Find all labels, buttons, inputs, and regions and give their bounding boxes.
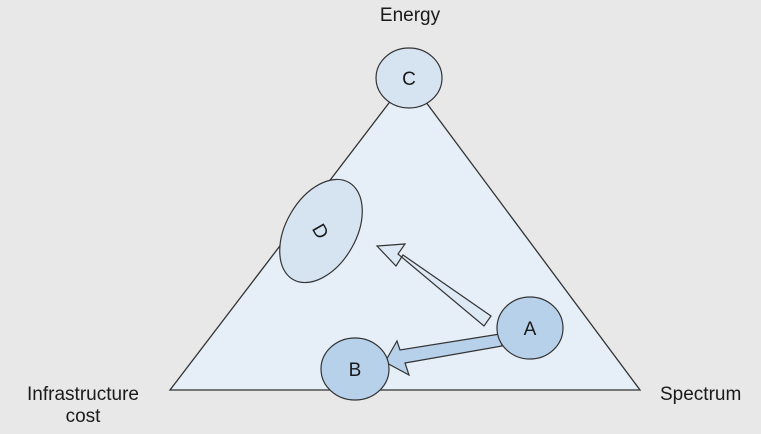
node-a <box>496 296 564 360</box>
node-d <box>279 178 363 284</box>
tradeoff-triangle <box>168 76 642 391</box>
arrow-a-to-b <box>384 333 503 377</box>
node-c <box>375 47 443 109</box>
node-b-label: B <box>349 360 362 381</box>
node-c-label: C <box>402 69 416 90</box>
axis-label-spectrum: Spectrum <box>660 384 742 405</box>
axis-label-energy: Energy <box>379 5 441 26</box>
node-b <box>320 337 390 401</box>
axis-label-infrastructure-cost-text: Infrastructure cost <box>27 384 139 427</box>
node-a-label: A <box>524 319 537 340</box>
axis-label-infrastructure-cost: Infrastructure cost <box>8 384 158 428</box>
arrow-a-to-d <box>375 243 492 327</box>
